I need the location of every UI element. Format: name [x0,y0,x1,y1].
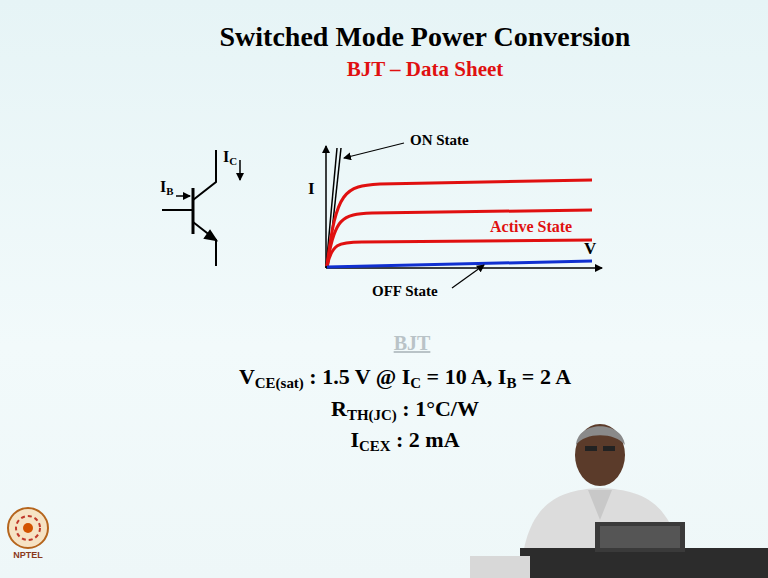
emitter-lead [193,222,216,266]
collector-lead [193,150,216,200]
emitter-arrow [205,231,216,240]
section-heading: BJT [394,332,431,354]
slide-title: Switched Mode Power Conversion [220,22,631,53]
axis-label: I [308,180,315,199]
spec-line: VCE(sat) : 1.5 V @ IC = 10 A, IB = 2 A [239,365,571,389]
off-state-line [327,261,592,267]
active-curve [327,210,592,266]
subtitle: BJT – Data Sheet [347,58,504,81]
leader-line [344,143,404,158]
active-curve [327,180,592,266]
spec-line: RTH(JC) : 1°C/W [331,397,479,421]
base-current-arrow [176,195,190,197]
logo-text: NPTEL [13,551,43,561]
leader-line [452,265,484,288]
bjt-symbol [162,150,240,266]
presenter-figure [470,424,768,578]
spec-line: ICEX : 2 mA [350,428,459,452]
iv-graph [326,143,602,288]
state-label: ON State [410,132,469,149]
state-label: Active State [490,218,572,236]
current-label: IC [223,148,237,166]
collector-current-arrow [239,160,241,180]
active-curve [327,240,592,266]
nptel-logo [8,508,48,548]
state-label: OFF State [372,283,438,300]
current-label: IB [160,178,174,196]
axis-label: V [584,240,596,259]
current-axis [325,146,327,268]
base-lead [162,209,192,211]
base-bar [192,188,195,234]
